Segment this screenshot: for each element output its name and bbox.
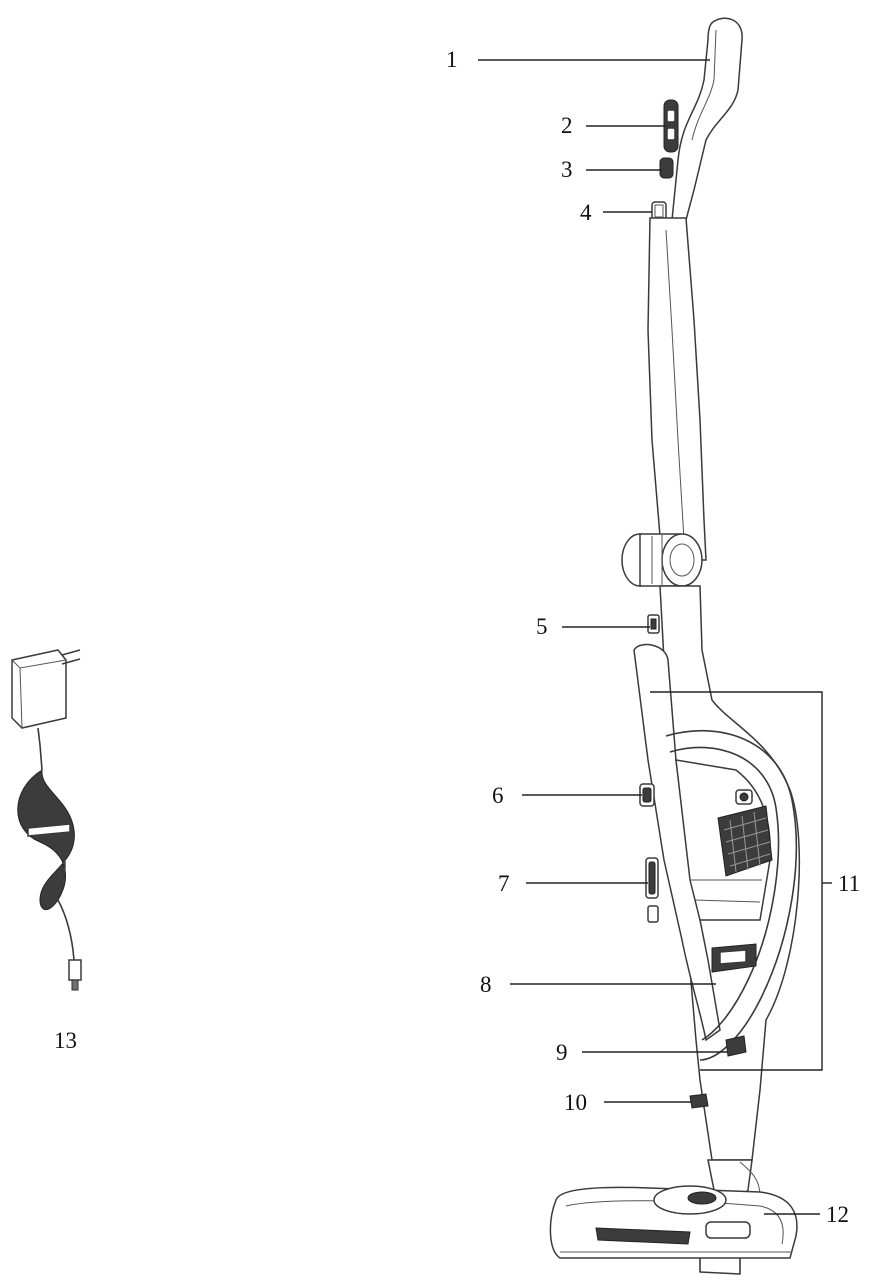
charger-adapter-illustration <box>11 649 82 991</box>
callout-4: 4 <box>580 200 592 225</box>
container-release <box>711 943 757 973</box>
callout-10: 10 <box>564 1090 587 1115</box>
callout-13: 13 <box>54 1028 77 1053</box>
callout-1: 1 <box>446 47 458 72</box>
callout-9: 9 <box>556 1040 568 1065</box>
callout-8: 8 <box>480 972 492 997</box>
callout-12: 12 <box>826 1202 849 1227</box>
leader-lines <box>478 59 832 1215</box>
callout-11: 11 <box>838 871 860 896</box>
callout-labels: 1 2 3 4 5 6 7 8 9 10 11 12 13 <box>54 47 860 1227</box>
callout-3: 3 <box>561 157 573 182</box>
callout-6: 6 <box>492 783 504 808</box>
callout-7: 7 <box>498 871 510 896</box>
stick-vacuum-illustration <box>549 17 801 1275</box>
hinge-knob <box>621 533 703 587</box>
callout-5: 5 <box>536 614 548 639</box>
floor-head <box>549 1185 798 1275</box>
filter-grille <box>717 805 773 877</box>
callout-2: 2 <box>561 113 573 138</box>
